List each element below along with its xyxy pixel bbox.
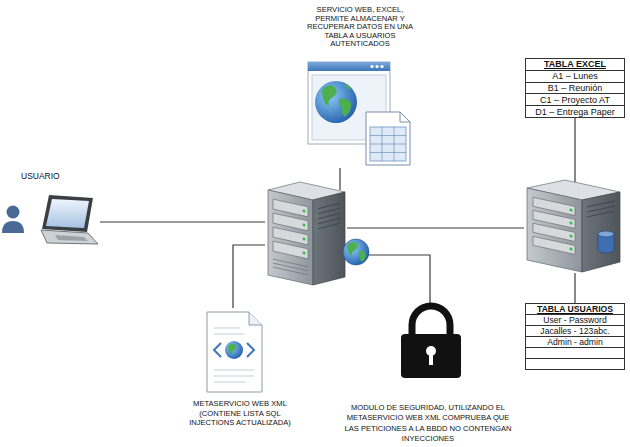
table-heading: TABLA USUARIOS (526, 304, 624, 315)
xml-document-icon (207, 312, 262, 392)
caption-text: METASERVICIO WEB XML (CONTIENE LISTA SQL… (176, 399, 304, 428)
web-service-node: SERVICIO WEB, EXCEL, PERMITE ALMACENAR Y… (298, 3, 422, 168)
padlock-icon (401, 306, 461, 378)
table-row: D1 – Entrega Paper (526, 106, 624, 117)
user-icon (2, 206, 24, 234)
connector-line (347, 227, 524, 228)
user-node: USUARIO (0, 168, 100, 248)
table-row: Admin - admin (526, 337, 624, 348)
xml-metaservice-node: METASERVICIO WEB XML (CONTIENE LISTA SQL… (168, 308, 312, 430)
caption-text: MODULO DE SEGURIDAD, UTILIZANDO EL METAS… (344, 403, 512, 445)
table-row: B1 – Reunión (526, 83, 624, 95)
database-server-icon (527, 180, 620, 272)
table-row: Jacalles - 123abc. (526, 326, 624, 337)
table-row: C1 – Proyecto AT (526, 94, 624, 106)
database-server-node (524, 185, 622, 273)
server-node (265, 190, 347, 287)
connector-line (339, 168, 340, 190)
connector-line (100, 221, 265, 222)
server-icon (268, 182, 369, 285)
users-table: TABLA USUARIOSUser - PasswordJacalles - … (525, 303, 625, 370)
connector-line (574, 118, 575, 185)
table-heading: TABLA EXCEL (526, 59, 624, 71)
security-module-node: MODULO DE SEGURIDAD, UTILIZANDO EL METAS… (340, 303, 516, 447)
excel-table: TABLA EXCELA1 – LunesB1 – ReuniónC1 – Pr… (525, 58, 625, 118)
laptop-icon (41, 195, 98, 244)
caption-text: USUARIO (21, 171, 60, 181)
empty-table-row (526, 348, 624, 359)
table-row: User - Password (526, 315, 624, 326)
empty-table-row (526, 359, 624, 369)
spreadsheet-icon (366, 112, 410, 165)
caption-text: SERVICIO WEB, EXCEL, PERMITE ALMACENAR Y… (301, 6, 419, 49)
connector-line (574, 273, 575, 303)
table-row: A1 – Lunes (526, 71, 624, 83)
connector-line (233, 245, 265, 308)
